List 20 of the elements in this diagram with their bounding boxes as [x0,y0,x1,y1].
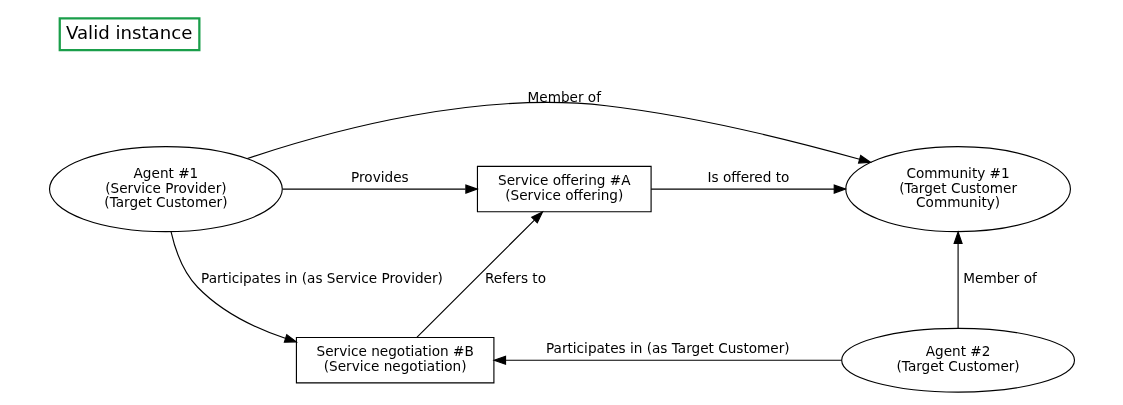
arrow [492,355,842,365]
arrow [281,184,479,194]
node-ellipse: Community #1 (Target Customer Community) [844,146,1071,233]
edge-label: Refers to [484,270,546,287]
node-ellipse: Agent #2 (Target Customer) [840,327,1075,393]
edge-label: Is offered to [707,168,789,185]
node-box: Service offering #A (Service offering) [476,165,652,213]
edge-label: Participates in (as Service Provider) [200,270,443,287]
arrow [952,230,963,329]
node-ellipse: Agent #1 (Service Provider) (Target Customer) [48,146,283,233]
arrow [650,184,847,194]
node-box: Service negotiation #B (Service negotiation) [295,336,494,384]
edge-label: Member of [962,270,1037,287]
diagram-title: Valid instance [65,21,192,43]
arrow [415,210,544,338]
arrow [170,231,298,343]
edge-label: Provides [350,168,409,185]
arrow [246,101,872,164]
edge-label: Member of [527,88,601,105]
edge-label: Participates in (as Target Customer) [545,339,790,356]
